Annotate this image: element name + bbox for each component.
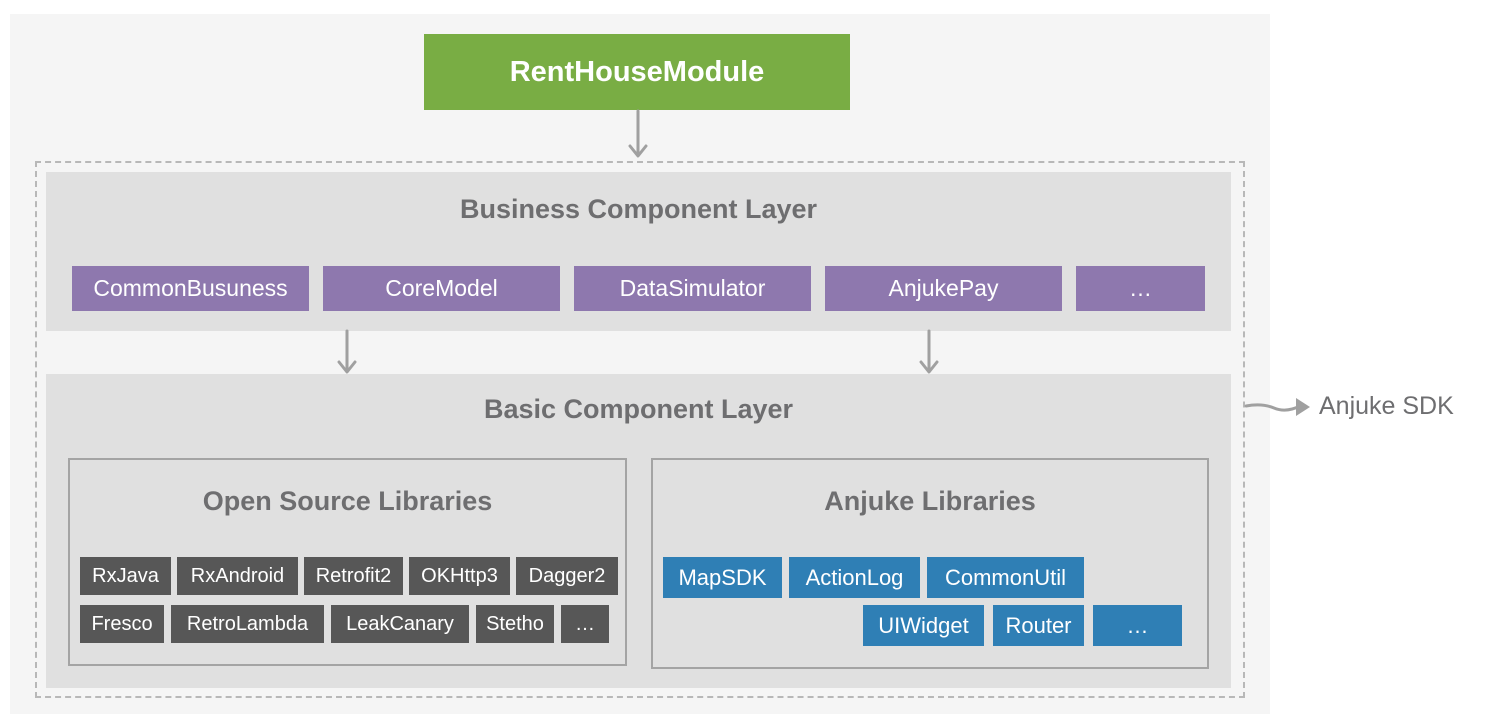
library-router: Router bbox=[993, 605, 1084, 646]
library-okhttp3: OKHttp3 bbox=[409, 557, 510, 595]
library-uiwidget: UIWidget bbox=[863, 605, 984, 646]
sdk-arrowhead bbox=[1296, 398, 1310, 416]
library-retrofit2: Retrofit2 bbox=[304, 557, 403, 595]
library-rxandroid: RxAndroid bbox=[177, 557, 298, 595]
arrow-module-to-sdk bbox=[628, 109, 648, 158]
business-item-commonbusuness: CommonBusuness bbox=[72, 266, 309, 311]
library-rxjava: RxJava bbox=[80, 557, 171, 595]
open-source-libraries-title: Open Source Libraries bbox=[202, 486, 493, 516]
basic-layer-title: Basic Component Layer bbox=[483, 394, 794, 424]
open-source-libraries-box: Open Source Libraries bbox=[68, 458, 627, 666]
module-label: RentHouseModule bbox=[509, 55, 765, 88]
library-fresco: Fresco bbox=[80, 605, 164, 643]
rent-house-module-box: RentHouseModule bbox=[424, 34, 850, 110]
library-actionlog: ActionLog bbox=[789, 557, 920, 598]
library-stetho: Stetho bbox=[476, 605, 554, 643]
anjuke-sdk-label: Anjuke SDK bbox=[1319, 392, 1454, 420]
business-item-more: … bbox=[1076, 266, 1205, 311]
arrow-to-sdk-label bbox=[1244, 403, 1302, 412]
business-item-coremodel: CoreModel bbox=[323, 266, 560, 311]
library-retrolambda: RetroLambda bbox=[171, 605, 324, 643]
library-dagger2: Dagger2 bbox=[516, 557, 618, 595]
library-leakcanary: LeakCanary bbox=[331, 605, 469, 643]
arrow-business-to-basic-right bbox=[919, 329, 939, 374]
library-commonutil: CommonUtil bbox=[927, 557, 1084, 598]
library-more-anjuke: … bbox=[1093, 605, 1182, 646]
library-more-open-source: … bbox=[561, 605, 609, 643]
business-item-datasimulator: DataSimulator bbox=[574, 266, 811, 311]
anjuke-sdk-boundary bbox=[35, 161, 1245, 698]
arrow-business-to-basic-left bbox=[337, 329, 357, 374]
business-layer-title: Business Component Layer bbox=[459, 194, 818, 224]
library-mapsdk: MapSDK bbox=[663, 557, 782, 598]
anjuke-libraries-box: Anjuke Libraries bbox=[651, 458, 1209, 669]
business-item-anjukepay: AnjukePay bbox=[825, 266, 1062, 311]
anjuke-libraries-title: Anjuke Libraries bbox=[824, 486, 1036, 516]
